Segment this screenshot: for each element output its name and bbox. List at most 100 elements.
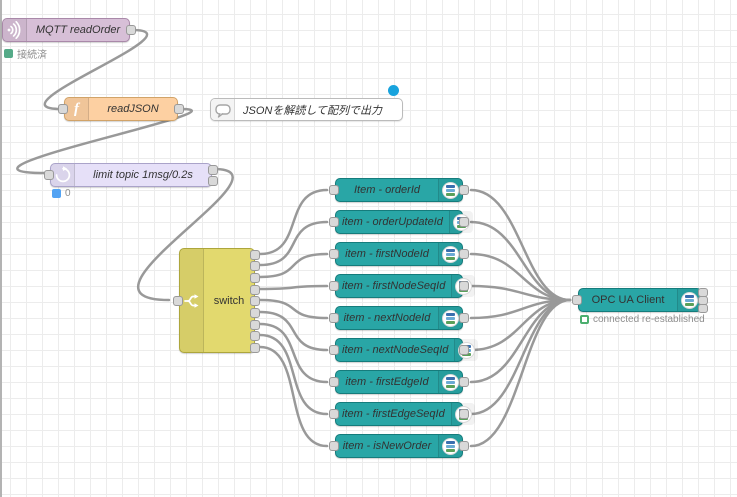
output-port-4[interactable] xyxy=(250,285,260,295)
opcua-item-icon xyxy=(438,435,462,457)
input-port[interactable] xyxy=(329,249,339,259)
node-label: item - firstNodeId xyxy=(345,248,429,260)
node-function-readjson[interactable]: f readJSON xyxy=(58,97,184,121)
output-port[interactable] xyxy=(459,185,469,195)
node-delay-limit-topic[interactable]: limit topic 1msg/0.2s xyxy=(44,163,218,187)
node-label: item - orderUpdateId xyxy=(342,216,443,228)
output-port-3[interactable] xyxy=(698,304,708,313)
wire[interactable] xyxy=(258,310,329,352)
input-port[interactable] xyxy=(329,377,339,387)
output-port[interactable] xyxy=(459,217,469,227)
wire[interactable] xyxy=(137,167,234,302)
node-item-orderupdateid[interactable]: item - orderUpdateId xyxy=(329,210,473,234)
delay-status: 0 xyxy=(52,188,71,199)
opcua-item-icon xyxy=(438,179,462,201)
comment-bubble-icon xyxy=(211,99,235,120)
node-item-isneworder[interactable]: item - isNewOrder xyxy=(329,434,469,458)
node-label: item - firstEdgeId xyxy=(345,376,429,388)
input-port[interactable] xyxy=(329,409,339,419)
comment-text: JSONを解読して配列で出力 xyxy=(243,104,383,117)
node-label: switch xyxy=(213,294,245,307)
output-port[interactable] xyxy=(126,25,136,35)
node-item-firstnodeseqid[interactable]: item - firstNodeSeqId xyxy=(329,274,476,298)
output-port[interactable] xyxy=(459,281,469,291)
output-port-9[interactable] xyxy=(250,343,260,353)
output-port[interactable] xyxy=(459,249,469,259)
output-port-2[interactable] xyxy=(250,261,260,271)
wire[interactable] xyxy=(16,107,193,175)
output-port[interactable] xyxy=(459,441,469,451)
input-port[interactable] xyxy=(58,104,68,114)
output-port[interactable] xyxy=(459,313,469,323)
timer-icon xyxy=(51,164,75,186)
node-label: item - firstEdgeSeqId xyxy=(342,408,445,420)
input-port[interactable] xyxy=(44,170,54,180)
node-item-orderid[interactable]: Item - orderId xyxy=(329,178,469,202)
wire[interactable] xyxy=(469,298,572,448)
input-port[interactable] xyxy=(329,185,339,195)
wire[interactable] xyxy=(258,333,329,416)
wire[interactable] xyxy=(258,298,329,320)
status-ring-icon xyxy=(580,315,589,324)
input-port[interactable] xyxy=(329,217,339,227)
output-port-8[interactable] xyxy=(250,331,260,341)
node-comment[interactable]: JSONを解読して配列で出力 xyxy=(210,98,403,121)
switch-split-icon xyxy=(180,249,204,352)
output-port[interactable] xyxy=(459,409,469,419)
node-item-nextnodeseqid[interactable]: item - nextNodeSeqId xyxy=(329,338,479,362)
output-port-5[interactable] xyxy=(250,296,260,306)
opcua-item-icon xyxy=(438,307,462,329)
opcua-status: connected re-established xyxy=(580,314,705,325)
output-port-7[interactable] xyxy=(250,320,260,330)
input-port[interactable] xyxy=(329,313,339,323)
node-item-firstnodeid[interactable]: item - firstNodeId xyxy=(329,242,469,266)
output-port-2[interactable] xyxy=(208,176,218,186)
output-port-6[interactable] xyxy=(250,308,260,318)
node-label: item - nextNodeSeqId xyxy=(342,344,449,356)
wire[interactable] xyxy=(469,298,572,384)
node-item-firstedgeseqid[interactable]: item - firstEdgeSeqId xyxy=(329,402,475,426)
opcua-item-icon xyxy=(438,371,462,393)
output-port[interactable] xyxy=(459,377,469,387)
wire[interactable] xyxy=(258,252,329,279)
node-label: OPC UA Client xyxy=(591,294,665,306)
wire[interactable] xyxy=(258,345,329,448)
input-port[interactable] xyxy=(572,295,582,305)
wire[interactable] xyxy=(469,252,572,302)
output-port[interactable] xyxy=(459,345,469,355)
output-port-3[interactable] xyxy=(250,273,260,283)
node-switch[interactable]: switch xyxy=(173,248,260,353)
output-port[interactable] xyxy=(174,104,184,114)
opcua-client-icon xyxy=(677,289,701,311)
wire[interactable] xyxy=(258,220,329,267)
node-label: Item - orderId xyxy=(353,184,421,196)
wire[interactable] xyxy=(43,28,149,111)
input-port[interactable] xyxy=(329,281,339,291)
changed-indicator xyxy=(388,85,399,96)
wire[interactable] xyxy=(258,322,329,384)
node-label: item - isNewOrder xyxy=(342,440,432,452)
node-opcua-client[interactable]: OPC UA Client xyxy=(572,288,708,313)
node-item-nextnodeid[interactable]: item - nextNodeId xyxy=(329,306,469,330)
canvas-left-edge xyxy=(0,0,2,497)
node-mqtt-readorder[interactable]: MQTT readOrder xyxy=(2,18,136,42)
node-label: readJSON xyxy=(107,103,159,115)
wire[interactable] xyxy=(469,188,572,302)
input-port[interactable] xyxy=(329,441,339,451)
output-port-1[interactable] xyxy=(208,165,218,175)
status-text: 0 xyxy=(65,188,71,199)
node-label: MQTT readOrder xyxy=(35,24,121,36)
status-blue-icon xyxy=(52,189,61,198)
node-label: item - firstNodeSeqId xyxy=(342,280,446,292)
input-port[interactable] xyxy=(329,345,339,355)
node-label: limit topic 1msg/0.2s xyxy=(93,169,193,181)
output-port-1[interactable] xyxy=(250,250,260,260)
node-item-firstedgeid[interactable]: item - firstEdgeId xyxy=(329,370,469,394)
wire[interactable] xyxy=(469,220,572,302)
opcua-item-icon xyxy=(438,243,462,265)
wire[interactable] xyxy=(258,284,329,291)
wire[interactable] xyxy=(258,188,329,256)
mqtt-status: 接続済 xyxy=(4,46,47,61)
input-port[interactable] xyxy=(173,296,183,306)
